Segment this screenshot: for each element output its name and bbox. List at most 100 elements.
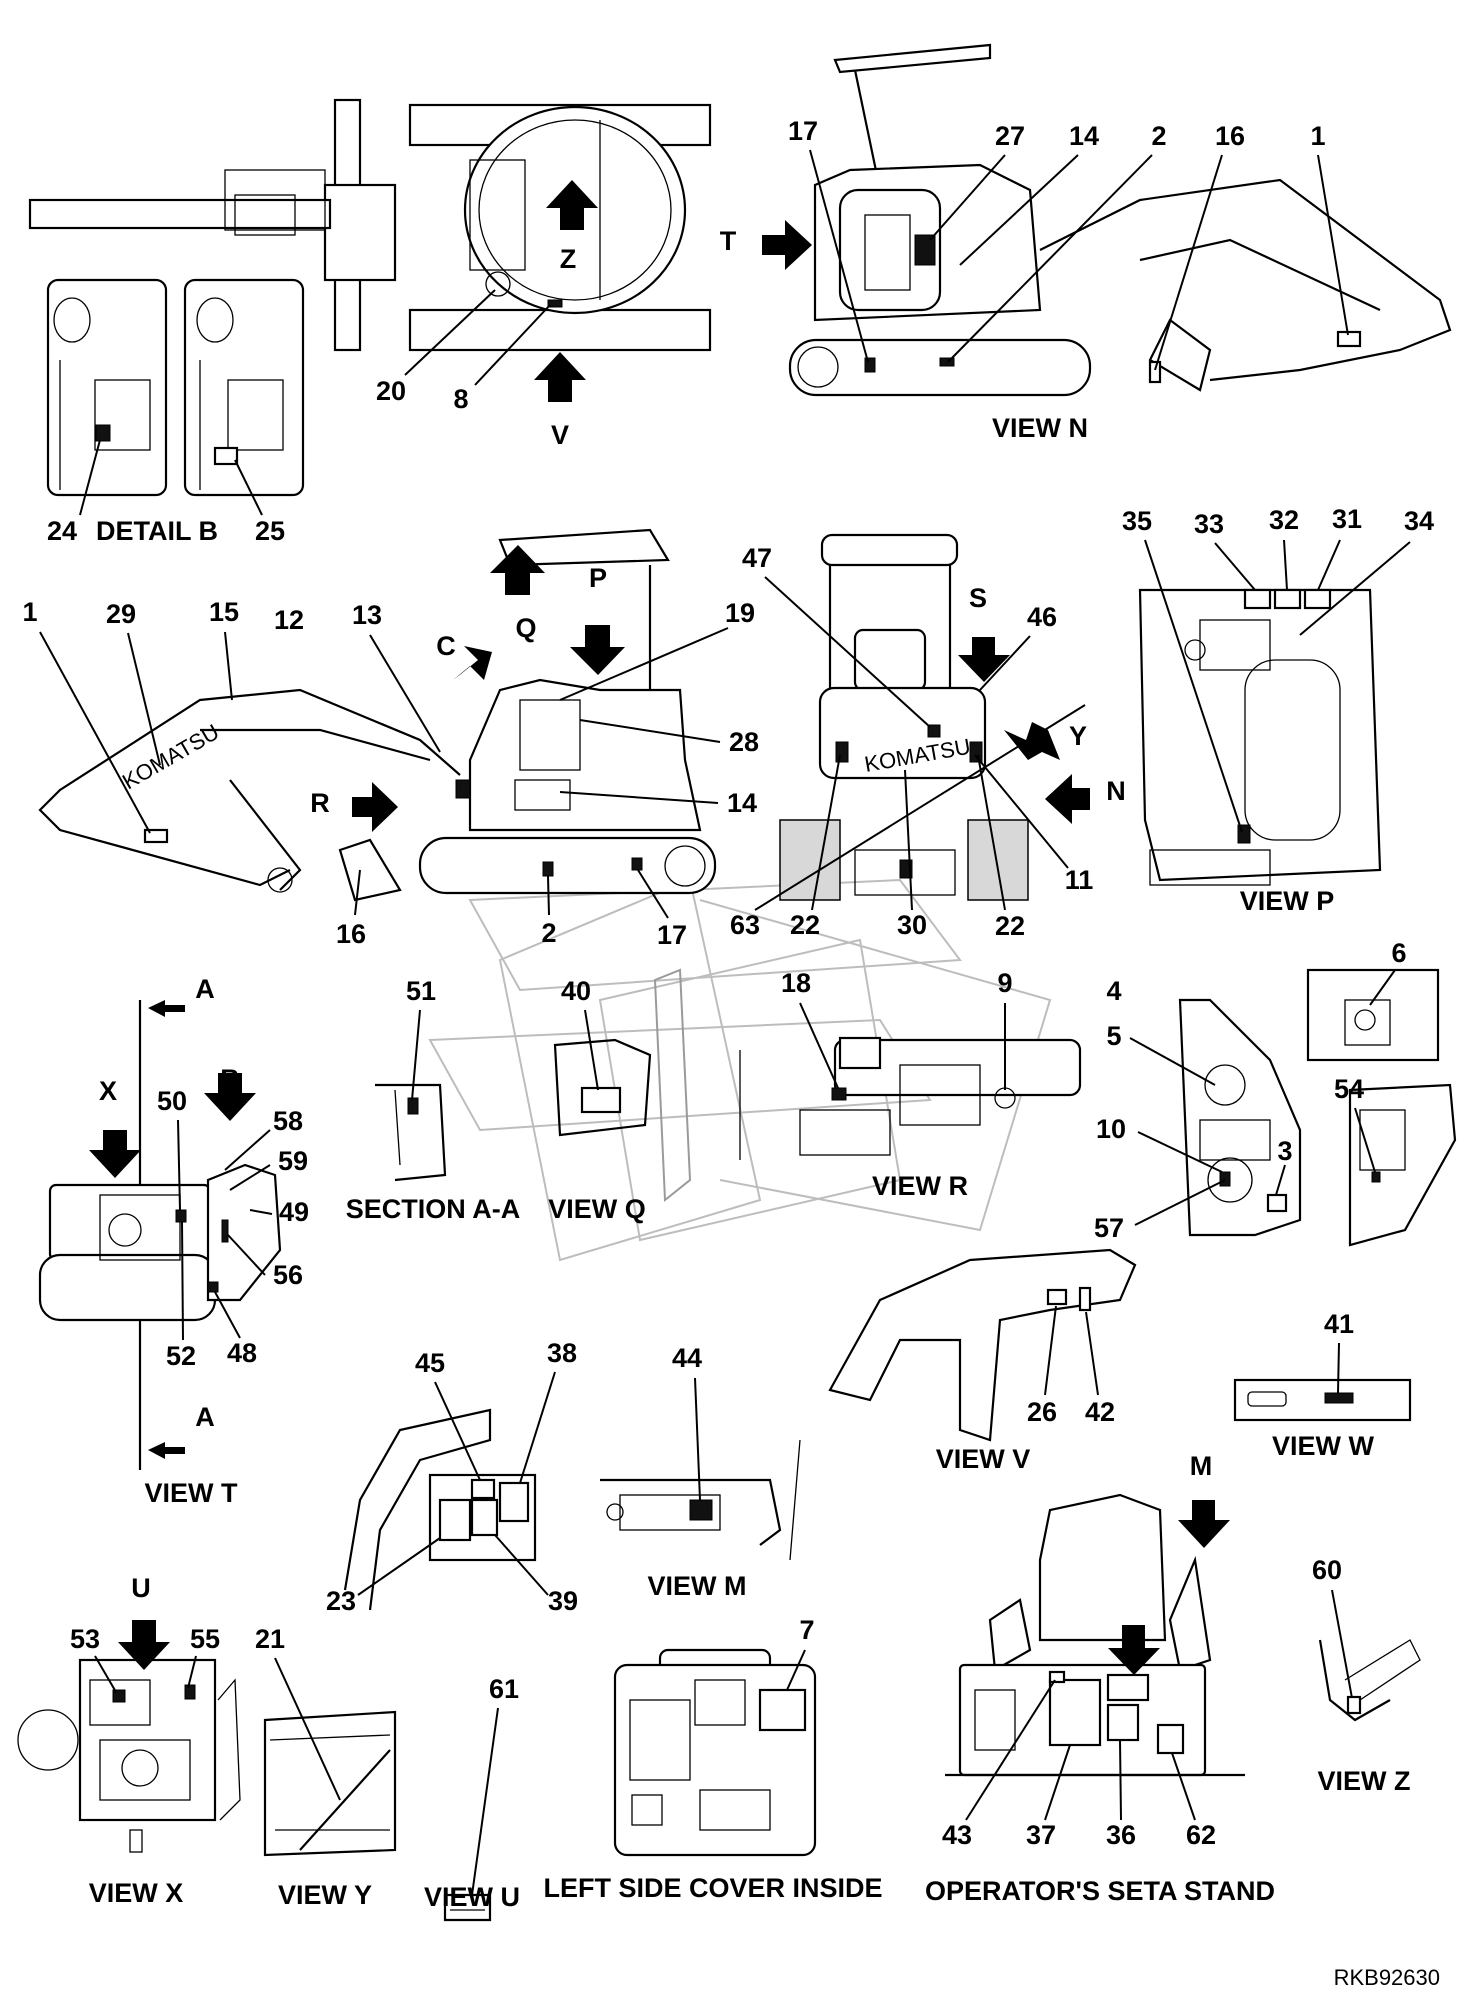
label-m: M: [1190, 1451, 1213, 1481]
title-view-y: VIEW Y: [278, 1880, 372, 1910]
title-view-w: VIEW W: [1272, 1431, 1375, 1461]
part-m23: 23: [326, 1586, 356, 1616]
cover-labels-drawing: [343, 1408, 537, 1611]
label-a-bottom: A: [195, 1402, 215, 1432]
title-left-side-cover: LEFT SIDE COVER INSIDE: [543, 1873, 882, 1903]
part-o37: 37: [1026, 1820, 1056, 1850]
arrow-s-icon: [958, 637, 1010, 682]
brand-logo: KOMATSU: [118, 719, 223, 794]
label-c: C: [436, 631, 456, 661]
part-p35: 35: [1122, 506, 1152, 536]
part-24: 24: [47, 516, 77, 546]
view-m-drawing: [600, 1439, 801, 1561]
arrow-x-icon: [89, 1130, 141, 1178]
arrow-a-top-icon: [148, 1000, 185, 1017]
label-s: S: [969, 583, 987, 613]
part-s13: 13: [352, 600, 382, 630]
arrow-b-icon: [204, 1073, 256, 1121]
part-e4: 4: [1106, 976, 1121, 1006]
arrow-c-icon: [453, 646, 492, 680]
part-s17: 17: [657, 920, 687, 950]
part-p31: 31: [1332, 504, 1362, 534]
view-x-drawing: [17, 1658, 241, 1853]
arrow-t-icon: [762, 220, 812, 270]
part-p33: 33: [1194, 509, 1224, 539]
view-z-drawing: [1318, 1639, 1421, 1722]
title-view-x: VIEW X: [89, 1878, 184, 1908]
part-r22a: 22: [790, 910, 820, 940]
title-view-z: VIEW Z: [1318, 1766, 1411, 1796]
part-q51: 51: [406, 976, 436, 1006]
label-a-top: A: [195, 974, 215, 1004]
label-u: U: [131, 1573, 151, 1603]
side-view-drawing: [38, 528, 717, 902]
arrow-p-icon: [570, 625, 625, 675]
part-t59: 59: [278, 1146, 308, 1176]
part-p34: 34: [1404, 506, 1434, 536]
part-s2: 2: [541, 918, 556, 948]
arrow-u-icon: [118, 1620, 170, 1670]
view-q-drawing: [553, 968, 692, 1203]
arrow-v-icon: [534, 352, 586, 402]
title-view-r: VIEW R: [872, 1171, 968, 1201]
arrow-z-icon: [546, 180, 598, 230]
view-w-drawing: [1233, 1378, 1412, 1422]
label-y: Y: [1069, 721, 1087, 751]
detail-b-drawing: [46, 278, 305, 497]
part-x55: 55: [190, 1624, 220, 1654]
label-b: B: [220, 1064, 240, 1094]
part-t52: 52: [166, 1341, 196, 1371]
seat-stand-drawing: [945, 1493, 1245, 1777]
part-r46: 46: [1027, 602, 1057, 632]
rear-view-drawing: [779, 533, 1029, 901]
title-view-q: VIEW Q: [548, 1194, 646, 1224]
part-o62: 62: [1186, 1820, 1216, 1850]
title-view-t: VIEW T: [145, 1478, 239, 1508]
part-s14: 14: [727, 788, 757, 818]
part-l7: 7: [799, 1615, 814, 1645]
label-p: P: [589, 563, 607, 593]
part-n27: 27: [995, 121, 1025, 151]
title-detail-b: DETAIL B: [96, 516, 218, 546]
part-s15: 15: [209, 597, 239, 627]
part-8: 8: [453, 384, 468, 414]
left-cover-drawing: [613, 1648, 817, 1857]
part-v42: 42: [1085, 1397, 1115, 1427]
part-t56: 56: [273, 1260, 303, 1290]
part-q40: 40: [561, 976, 591, 1006]
part-m38: 38: [547, 1338, 577, 1368]
part-p32: 32: [1269, 505, 1299, 535]
part-v26: 26: [1027, 1397, 1057, 1427]
label-z: Z: [560, 244, 577, 274]
part-r22b: 22: [995, 911, 1025, 941]
arrow-seat-icon: [1108, 1625, 1160, 1675]
view-r-drawing: [739, 1036, 1082, 1160]
part-n1: 1: [1310, 121, 1325, 151]
background-watermark: [428, 878, 1052, 1262]
arrow-q-icon: [490, 545, 545, 595]
part-n17: 17: [788, 116, 818, 146]
part-s19: 19: [725, 598, 755, 628]
label-n: N: [1106, 776, 1126, 806]
part-n2: 2: [1151, 121, 1166, 151]
part-r47: 47: [742, 543, 772, 573]
part-m44: 44: [672, 1343, 702, 1373]
part-r18: 18: [781, 968, 811, 998]
part-t58: 58: [273, 1106, 303, 1136]
label-t: T: [720, 226, 737, 256]
part-20: 20: [376, 376, 406, 406]
part-e57: 57: [1094, 1213, 1124, 1243]
title-view-v: VIEW V: [936, 1444, 1031, 1474]
part-o43: 43: [942, 1820, 972, 1850]
title-view-n: VIEW N: [992, 413, 1088, 443]
title-operator-seat: OPERATOR'S SETA STAND: [925, 1876, 1275, 1906]
title-view-u: VIEW U: [424, 1882, 520, 1912]
part-e54: 54: [1334, 1074, 1364, 1104]
part-n14: 14: [1069, 121, 1099, 151]
part-s16: 16: [336, 919, 366, 949]
part-n16: 16: [1215, 121, 1245, 151]
arrow-a-bottom-icon: [148, 1442, 185, 1459]
part-e6: 6: [1391, 938, 1406, 968]
part-e3: 3: [1277, 1136, 1292, 1166]
